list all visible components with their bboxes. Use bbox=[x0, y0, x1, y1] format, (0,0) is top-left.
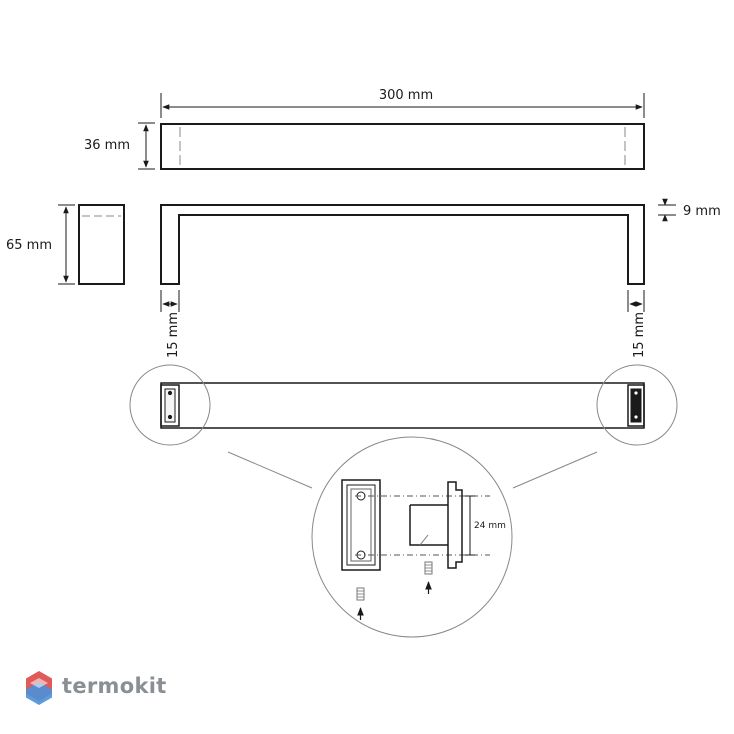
termokit-logo-icon bbox=[26, 671, 52, 705]
depth-label: 36 mm bbox=[84, 138, 130, 153]
detail-circle-large bbox=[311, 436, 513, 638]
side-view-block bbox=[78, 204, 125, 285]
detail-circle-right bbox=[596, 364, 678, 446]
thickness-dimension bbox=[658, 198, 676, 222]
bottom-view-bar bbox=[160, 382, 645, 429]
front-view bbox=[160, 204, 645, 285]
leg-right-label: 15 mm bbox=[632, 312, 647, 358]
top-view bbox=[160, 93, 645, 170]
brand-name: termokit bbox=[62, 674, 167, 698]
thickness-label: 9 mm bbox=[683, 204, 721, 219]
height-label: 65 mm bbox=[6, 238, 52, 253]
handle-outline bbox=[160, 204, 645, 285]
connector-line-right bbox=[512, 451, 598, 489]
side-view bbox=[58, 204, 125, 285]
leg-left-label: 15 mm bbox=[166, 312, 181, 358]
leg-dimension-left bbox=[160, 290, 180, 312]
depth-dimension bbox=[138, 122, 155, 170]
leg-dimension-right bbox=[627, 290, 645, 312]
connector-line-left bbox=[227, 451, 313, 489]
length-label: 300 mm bbox=[379, 88, 433, 103]
hole-spacing-label: 24 mm bbox=[474, 521, 506, 531]
detail-circle-left bbox=[129, 364, 211, 446]
top-view-bar bbox=[160, 123, 645, 170]
bottom-view bbox=[129, 364, 678, 446]
mounting-detail bbox=[311, 436, 513, 638]
